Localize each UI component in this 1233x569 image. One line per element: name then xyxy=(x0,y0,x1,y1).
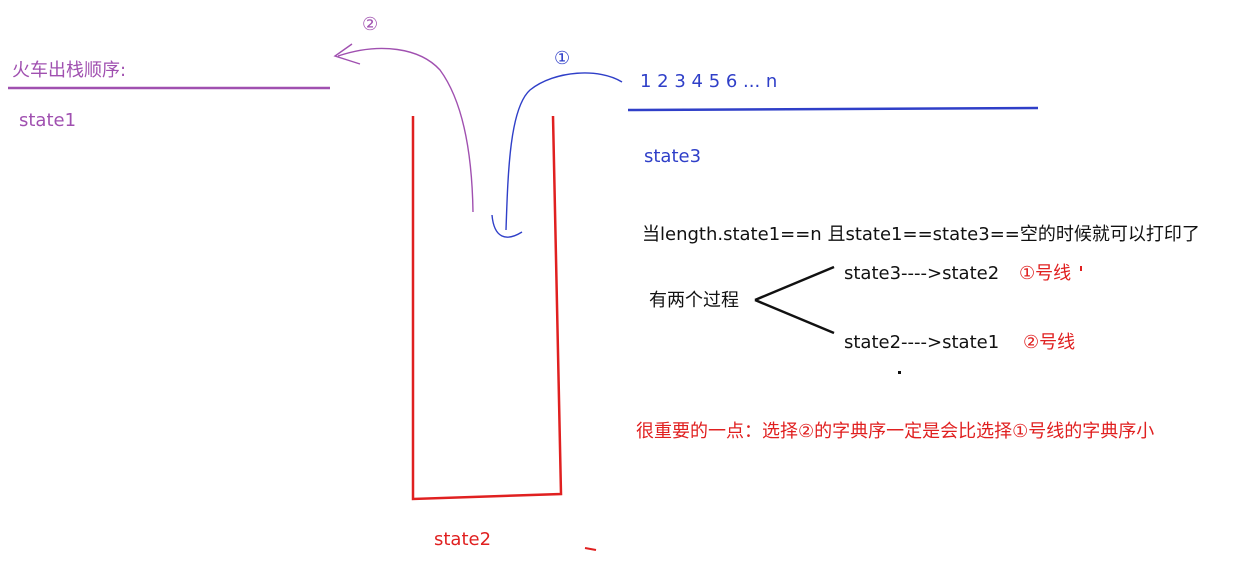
branch-line-lower xyxy=(754,298,835,335)
arrow-2-head xyxy=(333,43,361,65)
arrow-2-curve xyxy=(337,47,474,213)
arrow-2-label: ② xyxy=(362,14,379,35)
state3-label: state3 xyxy=(644,146,702,167)
tick-mark xyxy=(1080,266,1082,271)
branch-line-upper xyxy=(754,265,835,302)
arrow-1-head xyxy=(491,214,523,238)
process-title: 有两个过程 xyxy=(649,290,739,311)
arrow-1-curve xyxy=(505,72,623,231)
branch-2-tag: ②号线 xyxy=(1023,332,1076,353)
stack-outline xyxy=(411,115,563,501)
important-note: 很重要的一点：选择②的字典序一定是会比选择①号线的字典序小 xyxy=(636,421,1155,442)
branch-1-tag: ①号线 xyxy=(1019,263,1072,284)
state2-label: state2 xyxy=(434,529,492,550)
branch-2-text: state2---->state1 xyxy=(844,332,1000,353)
branch-1-text: state3---->state2 xyxy=(844,263,1000,284)
sequence-text: 1 2 3 4 5 6 ... n xyxy=(640,71,778,92)
state1-title: 火车出栈顺序: xyxy=(12,60,127,81)
state1-label: state1 xyxy=(19,110,77,131)
state3-underline xyxy=(627,106,1039,112)
red-dash-mark xyxy=(584,547,597,551)
dot-mark xyxy=(898,371,901,374)
arrow-1-label: ① xyxy=(554,48,571,69)
condition-text: 当length.state1==n 且state1==state3==空的时候就… xyxy=(642,224,1200,245)
